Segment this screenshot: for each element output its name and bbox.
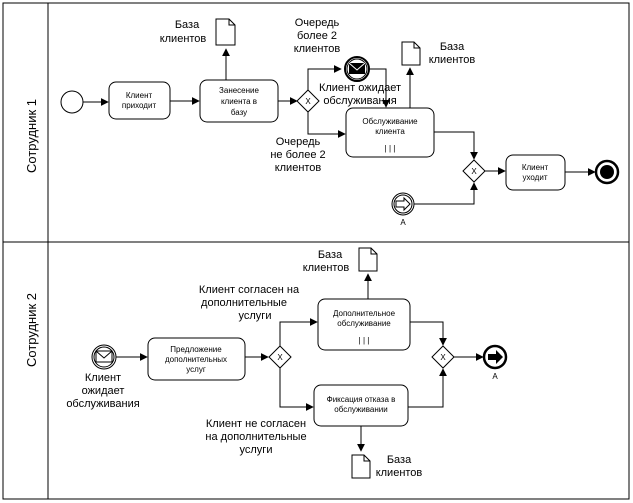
data-object-db-icon — [351, 454, 371, 479]
task-service-client: Обслуживание клиента | | | — [345, 107, 435, 158]
label-queue-le-line2: не более 2 — [270, 149, 325, 161]
svg-text:X: X — [471, 167, 477, 176]
message-event-icon — [344, 56, 370, 82]
label-queue-more-line3: клиентов — [294, 43, 341, 55]
label-waiting-line2: обслуживания — [323, 95, 396, 107]
flow-service-to-gateway — [434, 131, 478, 160]
label-waiting-line1: Клиент ожидает — [319, 82, 401, 94]
task-offer-line2: дополнительных — [165, 355, 227, 364]
data-object-db-icon — [401, 41, 421, 66]
lane2-db-bottom-line1: База — [387, 454, 412, 466]
data-object-db-icon — [215, 18, 236, 46]
label-disagrees-line2: на дополнительные — [205, 431, 306, 443]
label-disagrees-line3: услуги — [240, 444, 273, 456]
merge-gateway-icon: X — [462, 159, 486, 183]
flow-gateway-to-additional — [279, 318, 318, 346]
db-label-right-line1: База — [440, 41, 465, 53]
flow-gateway-to-waiting — [307, 65, 342, 90]
message-start-event-icon — [91, 344, 117, 370]
label-disagrees-line1: Клиент не согласен — [206, 418, 306, 430]
task-register-line1: Занесение — [219, 86, 259, 95]
task-leaves-line1: Клиент — [522, 163, 549, 172]
link-catch-label: A — [400, 218, 406, 227]
flow-gateway-to-service — [307, 112, 346, 138]
task-client-arrives: Клиент приходит — [108, 81, 171, 120]
lane2-waiting-line3: обслуживания — [66, 398, 139, 410]
svg-text:X: X — [440, 353, 446, 362]
task-register-line3: базу — [231, 108, 247, 117]
label-queue-le-line3: клиентов — [275, 162, 322, 174]
exclusive-gateway-icon: X — [296, 89, 320, 113]
task-client-arrives-line1: Клиент — [126, 91, 153, 100]
lane2-db-top-line1: База — [318, 249, 343, 261]
lane-label-employee-1: Сотрудник 1 — [24, 99, 39, 173]
lane2-waiting-line2: ожидает — [82, 385, 125, 397]
label-agrees-line1: Клиент согласен на — [199, 284, 300, 296]
data-object-db-icon — [358, 247, 378, 272]
task-offer-services: Предложение дополнительных услуг — [147, 337, 246, 381]
label-agrees-line3: услуги — [239, 310, 272, 322]
task-refusal-line2: обслуживании — [334, 405, 387, 414]
task-client-leaves: Клиент уходит — [505, 154, 566, 191]
lane2-db-top-line2: клиентов — [303, 262, 350, 274]
task-register-line2: клиента в — [221, 97, 257, 106]
flow-gateway-to-refusal — [279, 368, 314, 411]
flow-refusal-to-merge — [408, 368, 447, 408]
task-refusal-line1: Фиксация отказа в — [327, 395, 396, 404]
flow-waiting-to-service — [369, 68, 390, 108]
label-agrees-line2: дополнительные — [201, 297, 287, 309]
task-additional-service: Дополнительное обслуживание | | | — [317, 298, 411, 351]
task-offer-line1: Предложение — [170, 345, 222, 354]
db-label-right-line2: клиентов — [429, 54, 476, 66]
task-service-line2: клиента — [375, 127, 405, 136]
exclusive-gateway-icon: X — [268, 345, 292, 369]
svg-text:X: X — [277, 353, 283, 362]
multi-instance-marker: | | | — [385, 144, 396, 153]
multi-instance-marker: | | | — [359, 336, 370, 345]
end-event-icon — [594, 159, 620, 185]
task-register-client: Занесение клиента в базу — [199, 79, 279, 123]
db-label-top-line1: База — [175, 19, 200, 31]
task-offer-line3: услуг — [186, 365, 206, 374]
link-throw-event-icon — [482, 344, 508, 370]
flow-additional-to-merge — [410, 321, 447, 346]
db-label-top-line2: клиентов — [160, 33, 207, 45]
label-queue-more-line1: Очередь — [295, 17, 340, 29]
link-throw-label: A — [492, 372, 498, 381]
lane2-waiting-line1: Клиент — [85, 372, 121, 384]
task-additional-line1: Дополнительное — [333, 309, 396, 318]
link-event-icon — [391, 192, 415, 216]
label-queue-more-line2: более 2 — [297, 30, 337, 42]
task-additional-line2: обслуживание — [337, 319, 391, 328]
lane-label-employee-2: Сотрудник 2 — [24, 293, 39, 367]
merge-gateway-icon: X — [431, 345, 455, 369]
start-event — [60, 90, 84, 114]
task-leaves-line2: уходит — [523, 173, 548, 182]
flow-link-to-gateway — [414, 182, 478, 205]
task-record-refusal: Фиксация отказа в обслуживании — [313, 384, 409, 427]
task-service-line1: Обслуживание — [362, 117, 418, 126]
svg-text:X: X — [305, 97, 311, 106]
lane2-db-bottom-line2: клиентов — [376, 467, 423, 479]
task-client-arrives-line2: приходит — [122, 101, 157, 110]
label-queue-le-line1: Очередь — [276, 136, 321, 148]
